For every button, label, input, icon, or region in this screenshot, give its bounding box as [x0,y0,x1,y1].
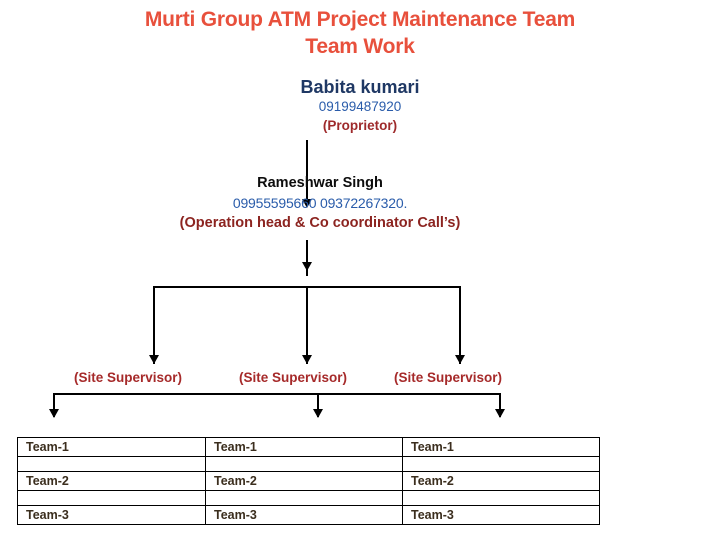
connector-to-supervisor-2 [459,286,461,364]
table-row [17,490,600,506]
proprietor-phone: 09199487920 [318,99,402,114]
team-cell [205,456,403,472]
table-row: Team-1 Team-1 Team-1 [17,437,600,457]
teams-table-body: Team-1 Team-1 Team-1 Team-2 Team-2 Team-… [17,437,600,525]
connector-to-team-column-0 [53,393,55,417]
arrowhead-to-team-column-1 [313,409,323,418]
teams-table: Team-1 Team-1 Team-1 Team-2 Team-2 Team-… [17,437,600,525]
proprietor-name: Babita kumari [300,77,420,97]
connector-to-supervisor-1 [306,286,308,364]
arrowhead-to-supervisor-2 [455,355,465,364]
connector-operation-head-stem [306,240,308,276]
team-cell: Team-2 [402,471,600,491]
chart-title: Murti Group ATM Project Maintenance Team… [0,6,720,60]
site-supervisor-1-label: (Site Supervisor) [239,370,348,385]
team-cell: Team-1 [402,437,600,457]
connector-to-supervisor-0 [153,286,155,364]
operation-head-name: Rameshwar Singh [257,175,383,191]
team-cell: Team-3 [402,505,600,525]
site-supervisor-2-label: (Site Supervisor) [394,370,503,385]
org-node-site-supervisor-1: (Site Supervisor) [239,370,347,385]
arrowhead-proprietor-to-operation-head [302,199,312,208]
table-row [17,456,600,472]
connector-to-team-column-1 [317,393,319,417]
connector-to-team-column-2 [499,393,501,417]
operation-head-role: (Operation head & Co coordinator Call’s) [179,215,461,231]
arrowhead-to-supervisor-0 [149,355,159,364]
site-supervisor-0-label: (Site Supervisor) [74,370,183,385]
title-line-1: Murti Group ATM Project Maintenance Team [144,8,576,31]
team-cell [17,490,206,506]
team-cell [402,490,600,506]
team-cell: Team-2 [17,471,206,491]
team-cell: Team-1 [205,437,403,457]
team-cell [17,456,206,472]
org-node-site-supervisor-0: (Site Supervisor) [74,370,182,385]
team-cell: Team-1 [17,437,206,457]
team-cell [205,490,403,506]
arrowhead-to-supervisor-1 [302,355,312,364]
team-cell: Team-3 [205,505,403,525]
table-row: Team-3 Team-3 Team-3 [17,505,600,525]
arrowhead-to-team-column-0 [49,409,59,418]
team-cell: Team-3 [17,505,206,525]
operation-head-phone: 09955595660 09372267320. [232,195,408,211]
arrowhead-operation-head-stem [302,262,312,271]
org-node-proprietor: Babita kumari 09199487920 (Proprietor) [0,76,720,135]
org-node-site-supervisor-2: (Site Supervisor) [394,370,502,385]
org-node-operation-head: Rameshwar Singh 09955595660 09372267320.… [0,173,640,233]
team-cell: Team-2 [205,471,403,491]
title-line-2: Team Work [305,35,415,58]
arrowhead-to-team-column-2 [495,409,505,418]
teams-distribution-bus [53,393,501,395]
proprietor-role: (Proprietor) [322,118,398,133]
table-row: Team-2 Team-2 Team-2 [17,471,600,491]
team-cell [402,456,600,472]
connector-proprietor-to-operation-head [306,140,308,206]
